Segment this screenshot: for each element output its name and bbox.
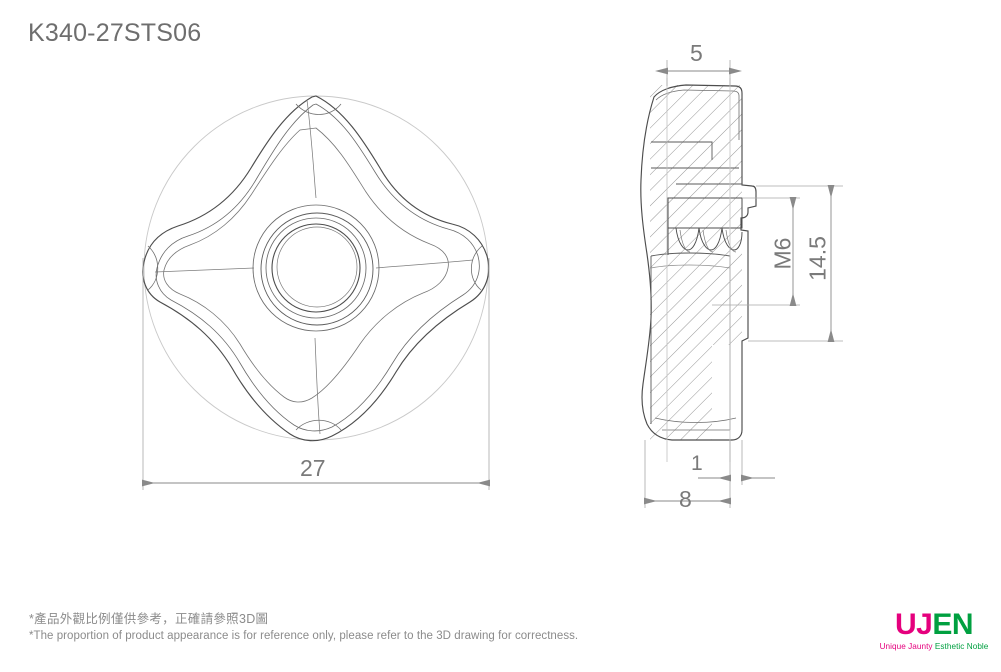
tip-notch-top — [295, 103, 342, 115]
tagline-word-noble: Noble — [966, 642, 989, 651]
brand-logo: UJEN Unique Jaunty Esthetic Noble — [874, 610, 994, 652]
footnote-english: *The proportion of product appearance is… — [29, 630, 579, 643]
front-view-geometry — [142, 95, 490, 490]
brand-letter-e: E — [932, 608, 952, 641]
dimension-label-1: 1 — [691, 452, 703, 475]
thread-detail-1 — [679, 229, 691, 253]
tip-notch-right — [470, 245, 483, 291]
brand-wordmark: UJEN — [874, 610, 994, 640]
lobe-outer-profile — [142, 95, 490, 442]
crease-left — [154, 267, 255, 273]
tagline-word-jaunty: Jaunty — [908, 642, 933, 651]
bore-ring-mid — [265, 217, 367, 319]
crease-bottom — [314, 337, 321, 435]
dimension-label-27: 27 — [300, 455, 326, 481]
section-outer-profile — [640, 84, 757, 441]
tagline-word-unique: Unique — [879, 642, 906, 651]
dimension-label-14-5: 14.5 — [804, 236, 831, 281]
tip-notch-bottom — [295, 419, 342, 431]
crease-top — [306, 99, 317, 199]
section-view-geometry — [640, 60, 843, 508]
brand-letter-j: J — [916, 608, 933, 641]
page-title: K340-27STS06 — [28, 19, 202, 47]
lobe-offset-profile — [155, 103, 480, 432]
bore-ring-innermost — [276, 226, 358, 308]
thread-profile — [675, 227, 743, 251]
brand-letter-n: N — [951, 608, 974, 641]
section-step-line-1 — [651, 141, 713, 160]
section-hatching — [650, 85, 742, 440]
tip-notch-left — [147, 245, 159, 291]
front-view-reference-circle — [143, 95, 489, 441]
dimension-label-8: 8 — [679, 486, 692, 512]
bore-ring-outer — [252, 204, 380, 332]
brand-tagline: Unique Jaunty Esthetic Noble — [874, 642, 994, 651]
dimension-label-5: 5 — [690, 40, 703, 66]
tagline-word-esthetic: Esthetic — [934, 642, 965, 651]
section-skirt-arc — [654, 417, 737, 423]
bore-ring-inner — [271, 223, 361, 313]
section-boss-top-arc — [650, 264, 731, 269]
footnote-chinese: *產品外觀比例僅供參考，正確請參照3D圖 — [29, 612, 269, 626]
crease-right — [375, 259, 474, 269]
section-top-cap-line — [655, 89, 740, 140]
brand-letter-u: U — [894, 608, 917, 641]
lobe-inner-contour — [163, 127, 449, 403]
footnotes: *產品外觀比例僅供參考，正確請參照3D圖 *The proportion of … — [29, 610, 578, 645]
bore-ring-mid-outer — [260, 212, 374, 326]
thread-detail-2 — [702, 229, 714, 253]
dimension-label-m6: M6 — [769, 237, 796, 270]
